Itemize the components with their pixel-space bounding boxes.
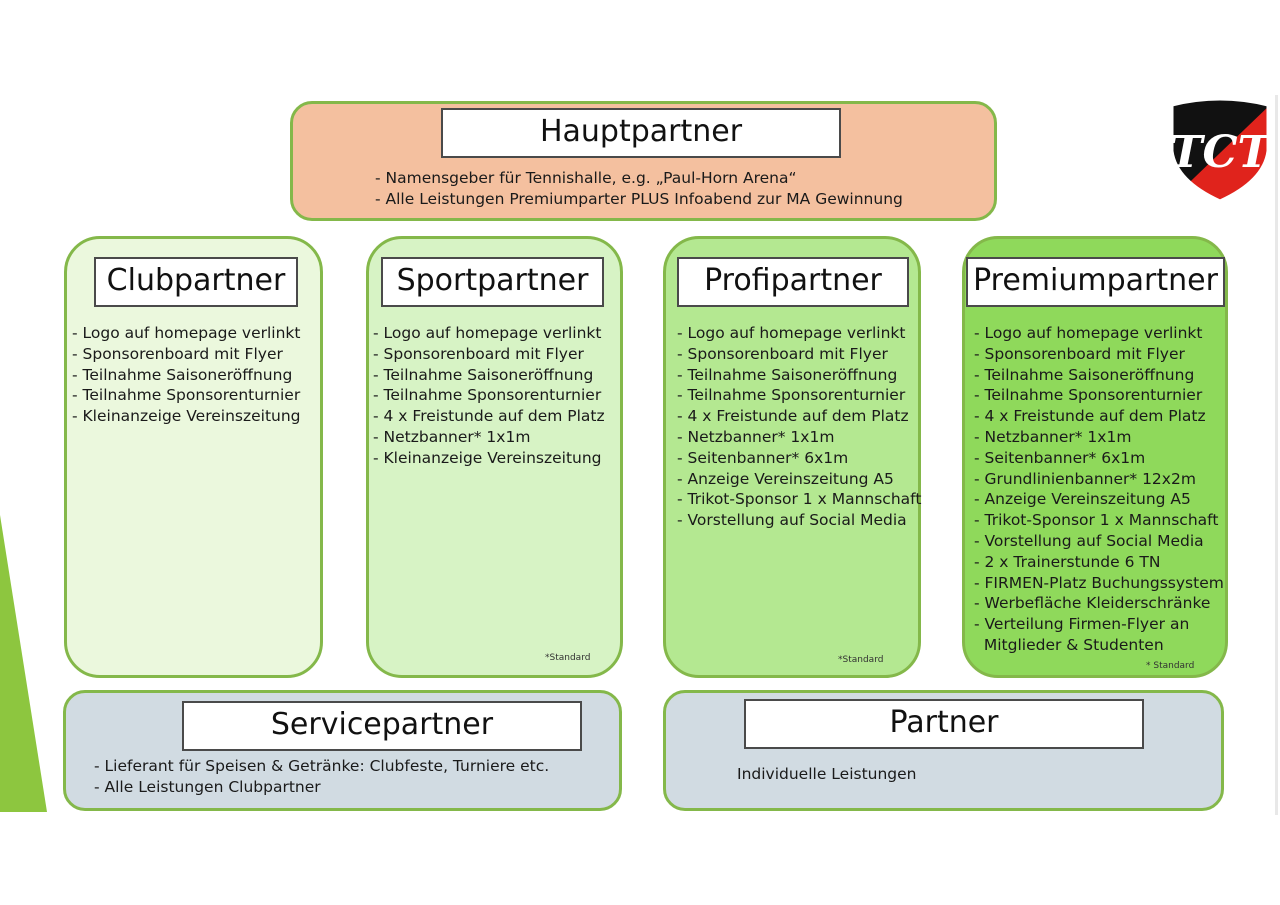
list-item: - Seitenbanner* 6x1m: [677, 448, 849, 467]
list-item: - Logo auf homepage verlinkt: [974, 324, 1203, 342]
list-item: - 2 x Trainerstunde 6 TN: [974, 552, 1161, 571]
list-item: - Sponsorenboard mit Flyer: [373, 344, 584, 363]
hauptpartner-box: Hauptpartner - Namensgeber für Tennishal…: [290, 101, 997, 221]
partner-box: Partner Individuelle Leistungen: [663, 690, 1224, 811]
list-item: - Alle Leistungen Clubpartner: [94, 777, 321, 796]
list-item: Mitglieder & Studenten: [974, 635, 1164, 654]
list-item: - Sponsorenboard mit Flyer: [72, 344, 283, 363]
servicepartner-title: Servicepartner: [182, 701, 582, 751]
list-item: - Logo auf homepage verlinkt: [373, 324, 602, 342]
list-item: - Teilnahme Sponsorenturnier: [72, 386, 301, 405]
list-item: - 4 x Freistunde auf dem Platz: [373, 407, 605, 426]
list-item: - Sponsorenboard mit Flyer: [974, 344, 1185, 363]
clubpartner-list: - Logo auf homepage verlinkt - Sponsorenb…: [72, 323, 301, 427]
list-item: - Netzbanner* 1x1m: [677, 427, 835, 446]
list-item: - 4 x Freistunde auf dem Platz: [974, 407, 1206, 426]
clubpartner-box: Clubpartner - Logo auf homepage verlinkt…: [64, 236, 323, 678]
list-item: - Namensgeber für Tennishalle, e.g. „Pau…: [375, 169, 797, 187]
decorative-line: [1275, 95, 1278, 815]
list-item: - Logo auf homepage verlinkt: [72, 324, 301, 342]
list-item: - Anzeige Vereinszeitung A5: [677, 469, 894, 488]
profipartner-title: Profipartner: [677, 257, 909, 307]
servicepartner-box: Servicepartner - Lieferant für Speisen &…: [63, 690, 622, 811]
list-item: - Teilnahme Saisoneröffnung: [677, 365, 898, 384]
tct-logo-text: TCT: [1170, 127, 1272, 178]
servicepartner-list: - Lieferant für Speisen & Getränke: Club…: [94, 756, 549, 798]
list-item: - Teilnahme Saisoneröffnung: [974, 365, 1195, 384]
sportpartner-list: - Logo auf homepage verlinkt - Sponsorenb…: [373, 323, 605, 469]
premiumpartner-box: Premiumpartner - Logo auf homepage verli…: [962, 236, 1228, 678]
decorative-triangle: [0, 515, 47, 812]
list-item: - Lieferant für Speisen & Getränke: Club…: [94, 757, 550, 775]
list-item: - Netzbanner* 1x1m: [373, 427, 531, 446]
profipartner-note: *Standard: [838, 655, 884, 665]
list-item: - 4 x Freistunde auf dem Platz: [677, 407, 909, 426]
list-item: - Logo auf homepage verlinkt: [677, 324, 906, 342]
partner-title: Partner: [744, 699, 1144, 749]
premiumpartner-note: * Standard: [1146, 661, 1195, 671]
partner-list: Individuelle Leistungen: [737, 764, 917, 785]
list-item: - Werbefläche Kleiderschränke: [974, 594, 1211, 613]
list-item: - Teilnahme Saisoneröffnung: [72, 365, 293, 384]
list-item: - Vorstellung auf Social Media: [974, 531, 1204, 550]
tct-logo: TCT: [1170, 97, 1272, 203]
sportpartner-note: *Standard: [545, 653, 591, 663]
list-item: - Teilnahme Sponsorenturnier: [677, 386, 906, 405]
list-item: - Verteilung Firmen-Flyer an: [974, 615, 1190, 634]
list-item: - Teilnahme Sponsorenturnier: [373, 386, 602, 405]
list-item: - Alle Leistungen Premiumparter PLUS Inf…: [375, 189, 903, 208]
hauptpartner-title: Hauptpartner: [441, 108, 841, 158]
list-item: - Kleinanzeige Vereinszeitung: [373, 448, 602, 467]
list-item: - Sponsorenboard mit Flyer: [677, 344, 888, 363]
hauptpartner-list: - Namensgeber für Tennishalle, e.g. „Pau…: [375, 168, 903, 210]
list-item: - Kleinanzeige Vereinszeitung: [72, 407, 301, 426]
list-item: - FIRMEN-Platz Buchungssystem: [974, 573, 1224, 592]
profipartner-box: Profipartner - Logo auf homepage verlink…: [663, 236, 921, 678]
list-item: - Seitenbanner* 6x1m: [974, 448, 1146, 467]
list-item: - Teilnahme Sponsorenturnier: [974, 386, 1203, 405]
list-item: - Vorstellung auf Social Media: [677, 511, 907, 530]
list-item: Individuelle Leistungen: [737, 765, 917, 783]
list-item: - Teilnahme Saisoneröffnung: [373, 365, 594, 384]
list-item: - Grundlinienbanner* 12x2m: [974, 469, 1196, 488]
sportpartner-box: Sportpartner - Logo auf homepage verlink…: [366, 236, 623, 678]
premiumpartner-title: Premiumpartner: [966, 257, 1225, 307]
list-item: - Trikot-Sponsor 1 x Mannschaft: [677, 490, 922, 509]
premiumpartner-list: - Logo auf homepage verlinkt - Sponsorenb…: [974, 323, 1224, 656]
list-item: - Netzbanner* 1x1m: [974, 427, 1132, 446]
list-item: - Anzeige Vereinszeitung A5: [974, 490, 1191, 509]
sportpartner-title: Sportpartner: [381, 257, 604, 307]
list-item: - Trikot-Sponsor 1 x Mannschaft: [974, 511, 1219, 530]
profipartner-list: - Logo auf homepage verlinkt - Sponsorenb…: [677, 323, 921, 531]
clubpartner-title: Clubpartner: [94, 257, 298, 307]
